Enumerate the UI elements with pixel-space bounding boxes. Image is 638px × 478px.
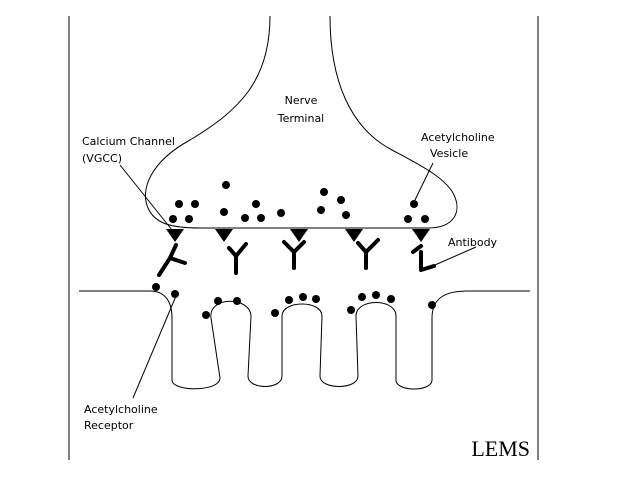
receptor-dot <box>202 311 210 319</box>
receptor-dot <box>312 295 320 303</box>
receptor-dot <box>152 283 160 291</box>
vesicle-dot <box>175 200 183 208</box>
calcium-channel-icon <box>166 229 184 242</box>
acetylcholine-vesicles <box>169 181 429 223</box>
antibody-icon <box>227 242 248 275</box>
nerve-terminal-outline <box>144 15 458 229</box>
receptor-dot <box>387 295 395 303</box>
receptor-dot <box>271 309 279 317</box>
vesicle-dot <box>169 215 177 223</box>
vesicle-dot <box>191 200 199 208</box>
vesicle-dot <box>342 211 350 219</box>
calcium-channels <box>166 229 430 242</box>
calcium-channel-icon <box>290 229 308 242</box>
receptor-dot <box>171 290 179 298</box>
calcium-channel-icon <box>412 229 430 242</box>
acetylcholine-receptors <box>152 283 436 319</box>
calcium-channel-label-line1: Calcium Channel <box>82 135 175 148</box>
vesicle-label-line1: Acetylcholine <box>421 131 495 144</box>
antibody-icon <box>157 243 187 277</box>
receptor-dot <box>347 306 355 314</box>
vesicle-dot <box>241 214 249 222</box>
receptor-dot <box>214 297 222 305</box>
calcium-channel-icon <box>215 229 233 242</box>
vesicle-dot <box>320 188 328 196</box>
diagram-title: LEMS <box>471 436 530 461</box>
vesicle-label-line2: Vesicle <box>430 147 468 160</box>
antibody-label: Antibody <box>448 236 498 249</box>
receptor-dot <box>372 291 380 299</box>
vesicle-leader <box>413 162 434 203</box>
nerve-terminal-label-line1: Nerve <box>285 94 318 107</box>
receptor-dot <box>285 296 293 304</box>
vesicle-dot <box>277 209 285 217</box>
receptor-dot <box>299 293 307 301</box>
receptor-label-line1: Acetylcholine <box>84 403 158 416</box>
vesicle-dot <box>337 196 345 204</box>
receptor-dot <box>358 293 366 301</box>
vesicle-dot <box>410 200 418 208</box>
antibody-icon <box>282 240 306 270</box>
calcium-channel-leader <box>119 164 173 231</box>
calcium-channel-label-line2: (VGCC) <box>82 152 122 165</box>
receptor-label-line2: Receptor <box>84 419 134 432</box>
antibody-icon <box>356 238 380 270</box>
calcium-channel-icon <box>345 229 363 242</box>
nerve-terminal-label-line2: Terminal <box>277 112 325 125</box>
vesicle-dot <box>421 215 429 223</box>
postsynaptic-membrane <box>79 290 530 390</box>
vesicle-dot <box>317 206 325 214</box>
vesicle-dot <box>404 215 412 223</box>
antibodies <box>157 238 436 277</box>
vesicle-dot <box>257 214 265 222</box>
vesicle-dot <box>252 200 260 208</box>
antibody-leader <box>427 246 477 269</box>
vesicle-dot <box>220 208 228 216</box>
receptor-dot <box>428 301 436 309</box>
vesicle-dot <box>222 181 230 189</box>
receptor-dot <box>233 297 241 305</box>
vesicle-dot <box>185 215 193 223</box>
receptor-leader <box>132 295 177 399</box>
